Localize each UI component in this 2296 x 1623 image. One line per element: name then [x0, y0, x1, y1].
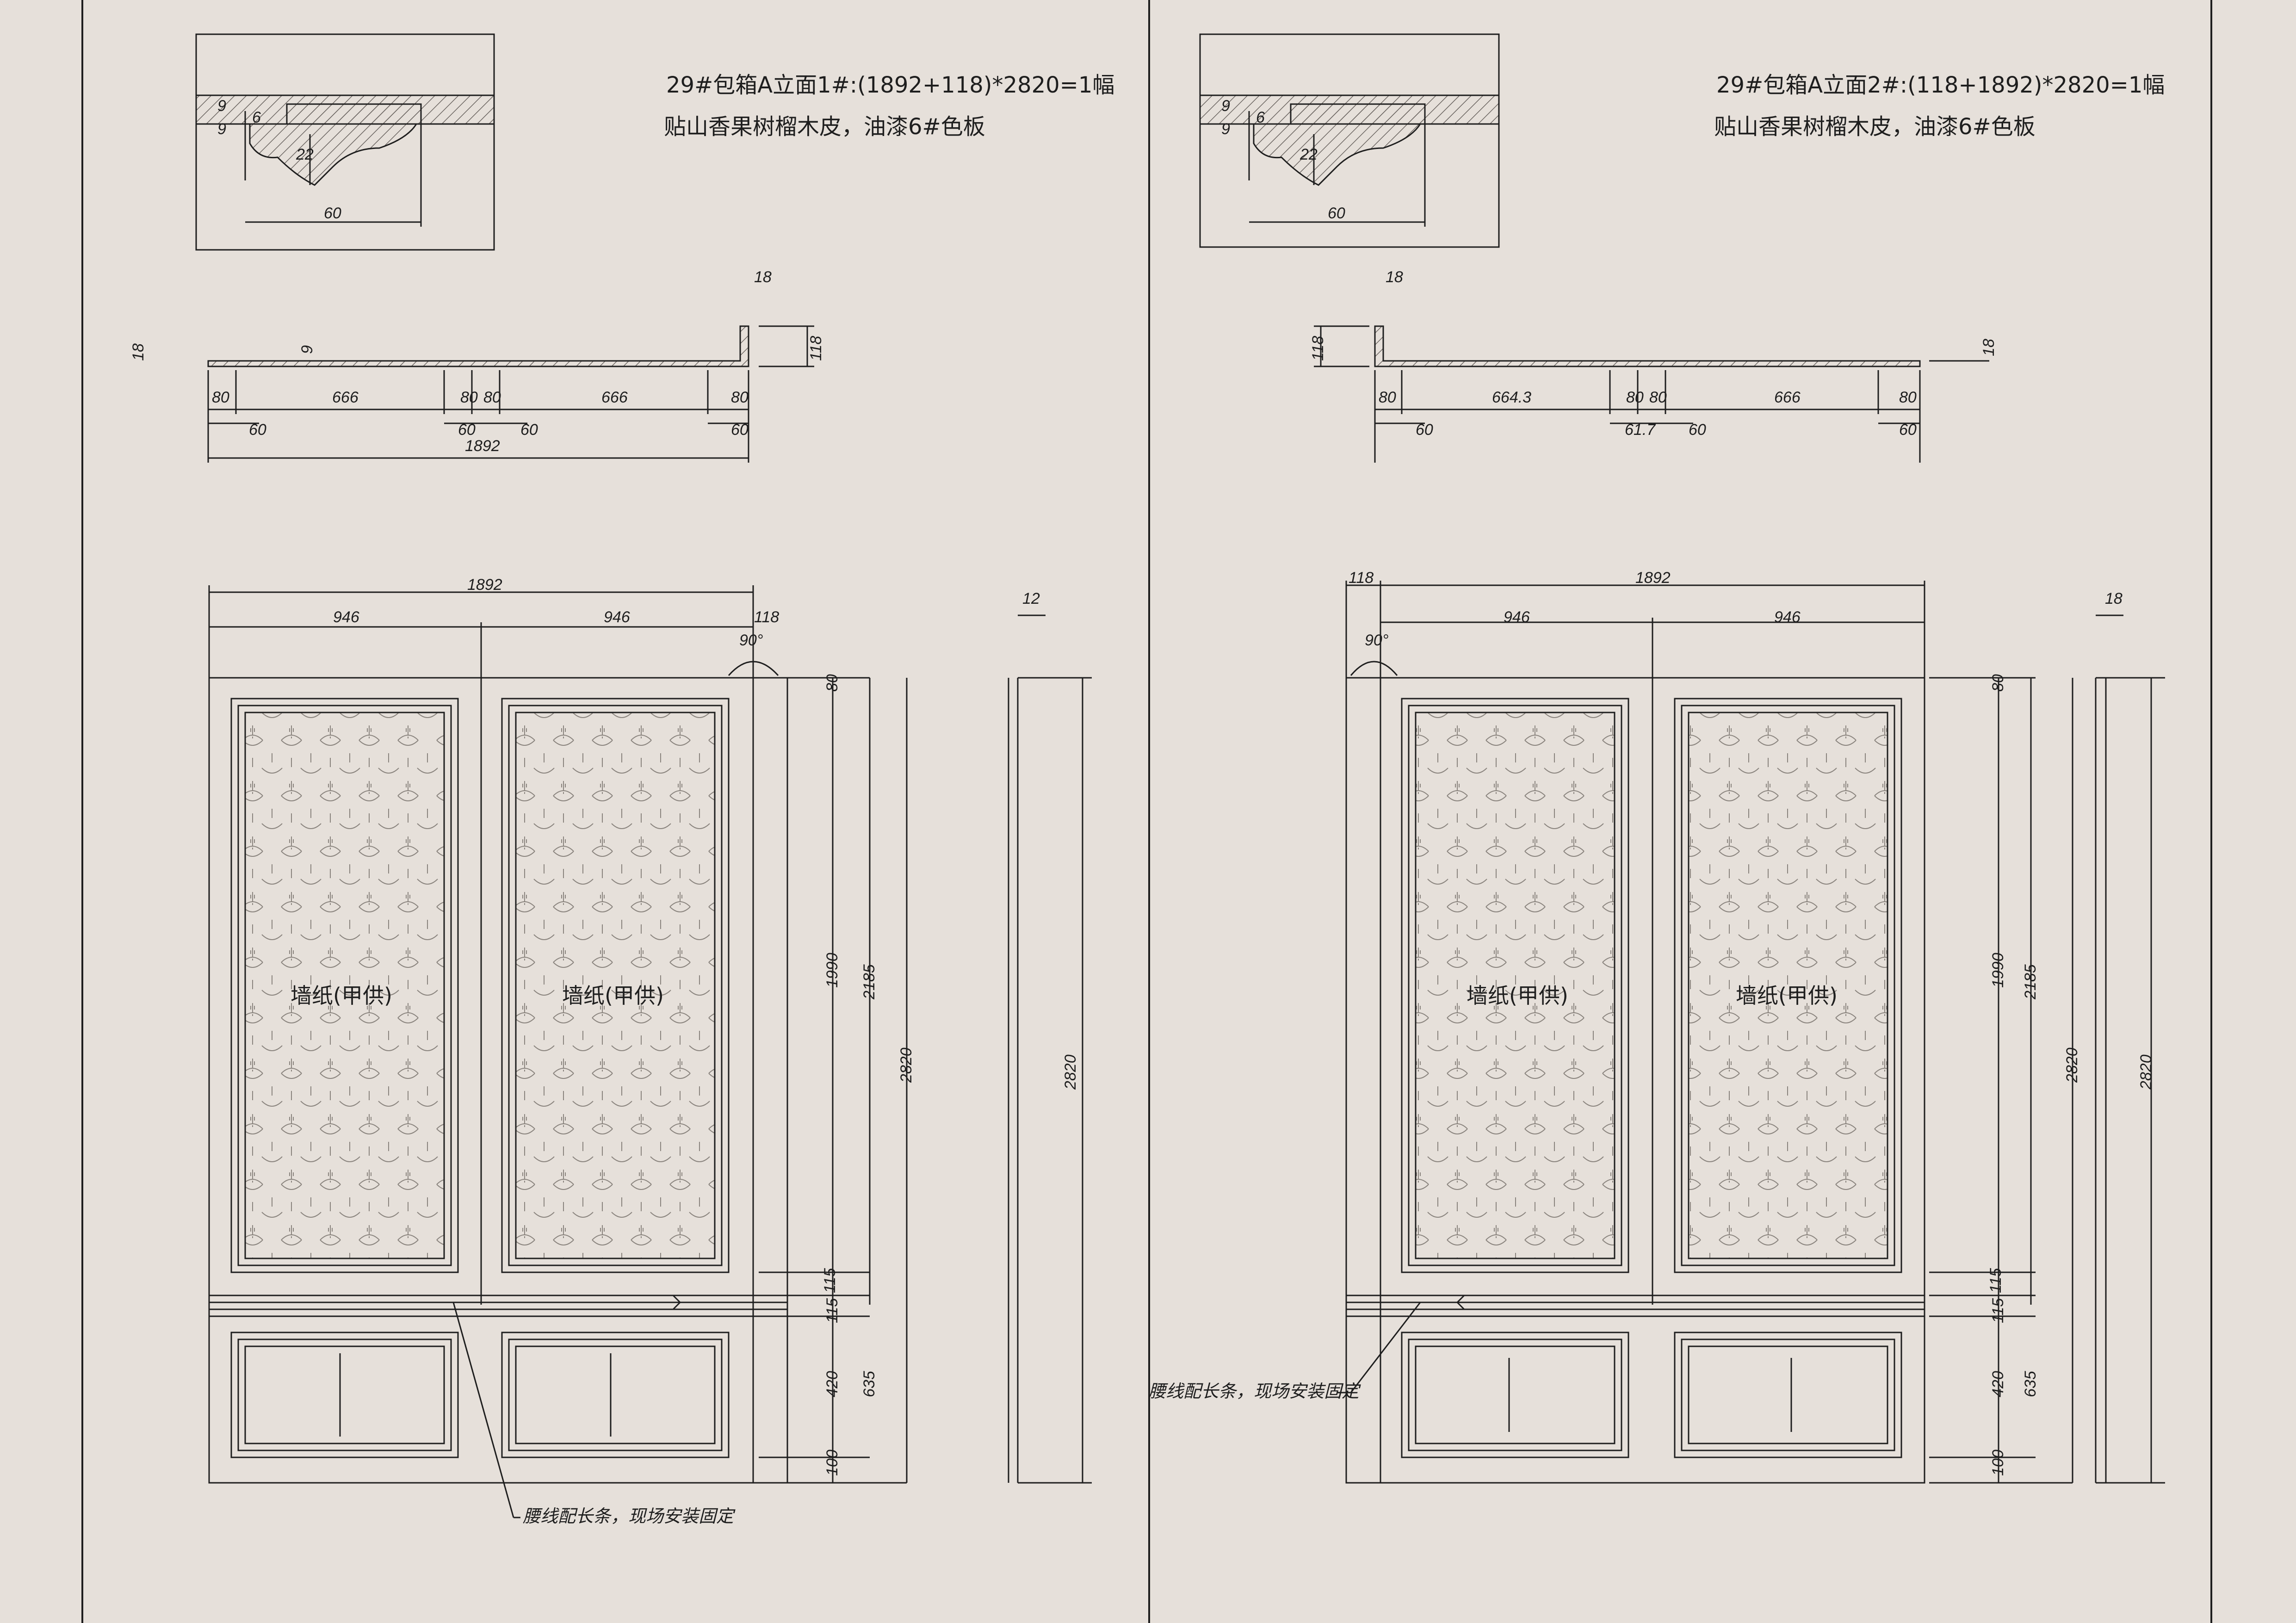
left-wallpaper-label-1: 墙纸(甲供) [291, 983, 392, 1008]
left-plan-dim-80d: 80 [731, 389, 749, 406]
left-plan-dim-666b: 666 [601, 389, 628, 406]
left-elev-h2185: 2185 [860, 964, 878, 1000]
right-detail-dim-9a: 9 [1221, 97, 1230, 115]
left-detail-dim-6: 6 [252, 109, 261, 126]
left-plan-dim-9: 9 [298, 345, 316, 354]
right-elev-width-946a: 946 [1504, 608, 1530, 626]
right-plan-dim-80b: 80 [1626, 389, 1644, 406]
right-elev-h80: 80 [1989, 674, 2007, 692]
left-plan-dim-80b: 80 [460, 389, 478, 406]
right-plan-dim-666: 666 [1774, 389, 1801, 406]
right-plan-dim-664-3: 664.3 [1492, 389, 1531, 406]
right-elevation [1337, 581, 2165, 1484]
left-detail-dim-60: 60 [324, 204, 341, 222]
right-elev-width-1892: 1892 [1635, 569, 1671, 587]
right-elev-h420: 420 [1989, 1371, 2007, 1397]
right-elev-angle: 90° [1365, 632, 1388, 649]
left-detail-dim-9a: 9 [217, 97, 226, 115]
left-title-line2: 贴山香果树榴木皮，油漆6#色板 [664, 114, 985, 140]
left-side-h2820: 2820 [1062, 1054, 1079, 1090]
right-elev-h100: 100 [1989, 1450, 2007, 1476]
right-plan-dim-80a: 80 [1379, 389, 1396, 406]
left-detail-dim-9b: 9 [217, 120, 226, 138]
left-elev-h115b: 115 [823, 1298, 841, 1323]
right-elev-width-118: 118 [1349, 569, 1374, 587]
right-title-line1: 29#包箱A立面2#:(118+1892)*2820=1幅 [1716, 72, 2165, 98]
right-detail-dim-22: 22 [1300, 146, 1318, 163]
left-plan-dim-60b: 60 [458, 421, 476, 439]
right-title-line2: 贴山香果树榴木皮，油漆6#色板 [1714, 114, 2036, 140]
right-plan-dim-60d: 60 [1899, 421, 1917, 439]
left-plan-dim-80c: 80 [483, 389, 501, 406]
right-plan-dim-60c: 60 [1689, 421, 1706, 439]
left-plan-dim-80a: 80 [212, 389, 229, 406]
left-detail-dim-22: 22 [296, 146, 314, 163]
left-elevation [208, 585, 1092, 1518]
left-plan-dim-60a: 60 [249, 421, 266, 439]
right-elev-h2820: 2820 [2063, 1047, 2081, 1083]
right-detail-dim-60: 60 [1328, 204, 1345, 222]
left-elev-h1990: 1990 [823, 953, 841, 988]
right-side-h2820: 2820 [2137, 1054, 2155, 1090]
left-elev-width-946b: 946 [604, 608, 630, 626]
right-plan-dim-118: 118 [1309, 336, 1327, 361]
left-elev-width-118: 118 [754, 608, 779, 626]
left-elev-h80: 80 [823, 674, 841, 692]
left-plan-section [207, 325, 814, 463]
right-plan-dim-80d: 80 [1899, 389, 1917, 406]
left-plan-dim-18l: 18 [130, 343, 147, 361]
right-plan-dim-61-7: 61.7 [1625, 421, 1656, 439]
left-elev-width-946a: 946 [333, 608, 359, 626]
right-elev-h2185: 2185 [2022, 964, 2039, 1000]
left-elev-h2820: 2820 [897, 1047, 915, 1083]
left-waistline-note: 腰线配长条，现场安装固定 [523, 1506, 736, 1526]
right-elev-h1990: 1990 [1989, 953, 2007, 988]
right-plan-dim-18l: 18 [1386, 268, 1403, 286]
left-elev-h635: 635 [860, 1371, 878, 1397]
right-sheet: 29#包箱A立面2#:(118+1892)*2820=1幅 贴山香果树榴木皮，油… [1148, 33, 2165, 1484]
left-elev-h115a: 115 [821, 1268, 839, 1293]
left-plan-dim-60d: 60 [731, 421, 749, 439]
right-plan-dim-18r: 18 [1980, 339, 1998, 356]
left-plan-dim-666a: 666 [332, 389, 359, 406]
left-sheet: 29#包箱A立面1#:(1892+118)*2820=1幅 贴山香果树榴木皮，油… [130, 33, 1114, 1526]
right-side-thickness-18: 18 [2105, 590, 2123, 607]
left-title-line1: 29#包箱A立面1#:(1892+118)*2820=1幅 [666, 72, 1114, 98]
right-plan-section [1314, 325, 1989, 463]
right-detail-dim-9b: 9 [1221, 120, 1230, 138]
right-molding-detail [1199, 33, 1500, 248]
right-detail-dim-6: 6 [1256, 109, 1265, 126]
left-elev-width-1892: 1892 [467, 576, 502, 594]
right-elev-h115a: 115 [1987, 1268, 2005, 1293]
right-plan-dim-60a: 60 [1416, 421, 1433, 439]
left-elev-h420: 420 [823, 1371, 841, 1397]
left-plan-dim-118: 118 [807, 336, 825, 361]
right-elev-h115b: 115 [1989, 1298, 2007, 1323]
right-plan-dim-80c: 80 [1649, 389, 1667, 406]
left-wallpaper-label-2: 墙纸(甲供) [562, 983, 664, 1008]
left-plan-dim-18r: 18 [754, 268, 772, 286]
left-elev-h100: 100 [823, 1450, 841, 1476]
right-waistline-note: 腰线配长条，现场安装固定 [1148, 1381, 1361, 1401]
right-wallpaper-label-2: 墙纸(甲供) [1736, 983, 1838, 1008]
left-plan-dim-1892: 1892 [465, 437, 500, 455]
right-wallpaper-label-1: 墙纸(甲供) [1467, 983, 1568, 1008]
right-elev-h635: 635 [2022, 1371, 2039, 1397]
left-plan-dim-60c: 60 [520, 421, 538, 439]
left-elev-angle: 90° [739, 632, 763, 649]
left-molding-detail [195, 33, 495, 251]
right-elev-width-946b: 946 [1774, 608, 1801, 626]
left-side-thickness-12: 12 [1022, 590, 1040, 607]
sheet-frame [81, 0, 2212, 1623]
